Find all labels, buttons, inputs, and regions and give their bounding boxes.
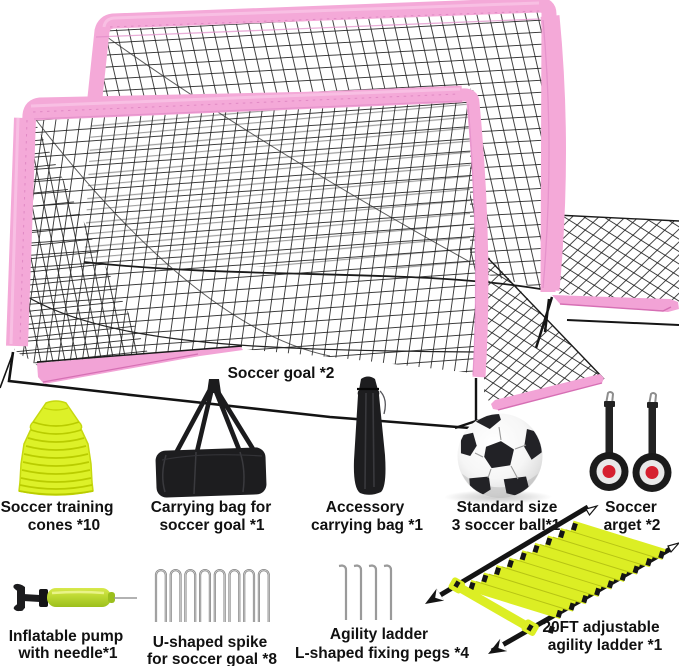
- svg-text:Soccer training: Soccer training: [1, 499, 114, 516]
- svg-text:Agility ladder: Agility ladder: [330, 626, 428, 643]
- svg-text:arget *2: arget *2: [604, 517, 661, 534]
- svg-text:with needle*1: with needle*1: [17, 645, 117, 662]
- svg-text:U-shaped spike: U-shaped spike: [153, 634, 268, 651]
- svg-text:Carrying bag for: Carrying bag for: [151, 499, 272, 516]
- svg-text:Soccer: Soccer: [605, 499, 657, 516]
- svg-text:Standard size: Standard size: [457, 499, 558, 516]
- svg-text:agility ladder *1: agility ladder *1: [548, 637, 663, 654]
- svg-text:soccer goal *1: soccer goal *1: [159, 517, 264, 534]
- svg-text:20FT adjustable: 20FT adjustable: [542, 619, 660, 636]
- svg-text:Soccer goal *2: Soccer goal *2: [228, 365, 335, 382]
- svg-text:3 soccer ball*1: 3 soccer ball*1: [452, 517, 561, 534]
- svg-text:carrying bag *1: carrying bag *1: [311, 517, 423, 534]
- svg-text:Accessory: Accessory: [326, 499, 405, 516]
- svg-text:for soccer goal *8: for soccer goal *8: [147, 651, 277, 666]
- svg-text:Inflatable pump: Inflatable pump: [9, 628, 124, 645]
- svg-text:cones *10: cones *10: [28, 517, 100, 534]
- svg-text:L-shaped fixing pegs *4: L-shaped fixing pegs *4: [295, 645, 469, 662]
